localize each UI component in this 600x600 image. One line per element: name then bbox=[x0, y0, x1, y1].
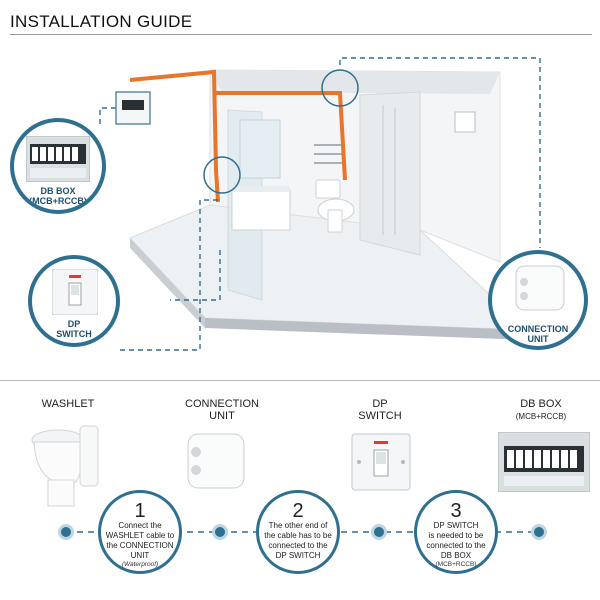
db-box-callout: DB BOX (MCB+RCCB) bbox=[10, 118, 106, 214]
connection-unit-icon bbox=[515, 265, 565, 311]
connection-unit-title: CONNECTION UNIT bbox=[170, 398, 274, 422]
step-3-line-4: DB BOX bbox=[440, 551, 472, 560]
step-3-circle: 3 DP SWITCH is needed to be connected to… bbox=[414, 490, 498, 574]
toilet-tank bbox=[315, 179, 341, 199]
step-1-line-2: WASHLET cable to bbox=[105, 531, 175, 540]
step-3-line-1: DP SWITCH bbox=[433, 521, 479, 530]
db-box-title: DB BOX (MCB+RCCB) bbox=[496, 398, 586, 423]
step-3-note: (MCB+RCCB) bbox=[435, 561, 477, 568]
connector-dot-connection-unit bbox=[212, 524, 228, 540]
electrical-wiring bbox=[129, 69, 347, 203]
db-box-title-1: DB BOX bbox=[520, 398, 562, 410]
step-3-line-2: is needed to be bbox=[428, 531, 484, 540]
connection-unit-callout-label-2: UNIT bbox=[527, 334, 549, 344]
step-2-number: 2 bbox=[292, 500, 304, 522]
db-box-image bbox=[498, 432, 590, 492]
small-db-box-breakers bbox=[122, 100, 144, 110]
dp-switch-callout-label-1: DP bbox=[67, 319, 81, 329]
step-3-line-3: connected to the bbox=[426, 541, 486, 550]
connection-unit-callout: CONNECTION UNIT bbox=[488, 250, 588, 350]
step-3-number: 3 bbox=[450, 500, 462, 522]
shower-partition bbox=[359, 91, 421, 256]
connector-dot-dp-switch bbox=[371, 524, 387, 540]
step-1-number: 1 bbox=[134, 500, 146, 522]
ceiling-junction-marker bbox=[321, 69, 359, 107]
dp-switch-image bbox=[351, 433, 411, 491]
db-box-title-2: (MCB+RCCB) bbox=[515, 412, 567, 421]
step-1-note: (Waterproof) bbox=[121, 561, 159, 568]
dp-switch-callout-label-2: SWITCH bbox=[56, 329, 92, 339]
step-1-line-3: the CONNECTION bbox=[106, 541, 174, 550]
title-divider bbox=[10, 34, 592, 35]
connection-unit-image bbox=[187, 433, 245, 489]
step-2-line-3: connected to the bbox=[268, 541, 328, 550]
dp-switch-title-1: DP bbox=[372, 398, 388, 410]
floor-edge-left bbox=[130, 238, 205, 328]
bathroom-illustration bbox=[99, 57, 541, 351]
step-2-line-4: DP SWITCH bbox=[275, 551, 321, 560]
step-1-circle: 1 Connect the WASHLET cable to the CONNE… bbox=[98, 490, 182, 574]
db-box-icon bbox=[26, 136, 90, 182]
vanity-top bbox=[232, 186, 290, 192]
dp-switch-title-2: SWITCH bbox=[358, 410, 402, 422]
mirror bbox=[239, 119, 281, 179]
washlet-title: WASHLET bbox=[41, 398, 95, 410]
leader-lines bbox=[99, 57, 541, 351]
db-box-callout-label-2: (MCB+RCCB) bbox=[29, 196, 87, 206]
connection-unit-callout-label-1: CONNECTION bbox=[507, 324, 569, 334]
step-2-line-2: the cable has to be bbox=[264, 531, 332, 540]
step-1-line-1: Connect the bbox=[118, 521, 162, 530]
connector-dot-db-box bbox=[531, 524, 547, 540]
towel-rail bbox=[314, 144, 344, 164]
back-wall bbox=[209, 69, 501, 263]
floor-edge-front bbox=[205, 318, 528, 340]
step-2-line-1: The other end of bbox=[268, 521, 328, 530]
connection-unit-title-2: UNIT bbox=[209, 410, 235, 422]
dp-switch-icon bbox=[52, 269, 98, 315]
connector-dot-washlet bbox=[58, 524, 74, 540]
wall-junction-marker bbox=[203, 156, 241, 194]
window bbox=[454, 111, 476, 133]
section-divider bbox=[0, 380, 600, 381]
toilet-pedestal bbox=[327, 209, 343, 233]
page-title: INSTALLATION GUIDE bbox=[10, 12, 193, 31]
shower-fixtures bbox=[382, 105, 396, 235]
dp-switch-callout: DP SWITCH bbox=[28, 255, 120, 347]
washlet-image bbox=[31, 425, 99, 507]
connection-unit-title-1: CONNECTION bbox=[185, 398, 259, 410]
step-1-line-4: UNIT bbox=[130, 551, 150, 560]
ceiling-top bbox=[210, 70, 500, 94]
db-box-callout-label-1: DB BOX bbox=[40, 186, 76, 196]
step-2-circle: 2 The other end of the cable has to be c… bbox=[256, 490, 340, 574]
vanity-cabinet bbox=[231, 189, 291, 231]
dp-switch-title: DP SWITCH bbox=[340, 398, 420, 422]
